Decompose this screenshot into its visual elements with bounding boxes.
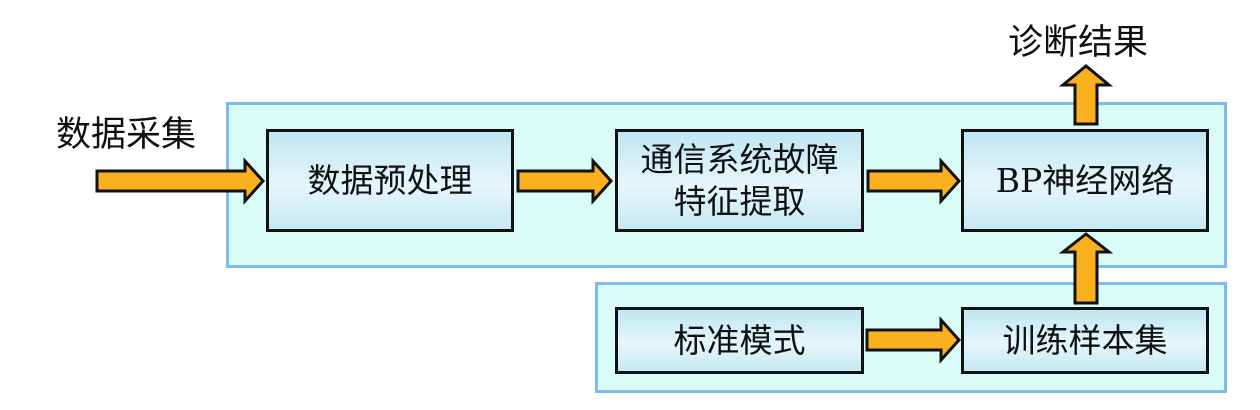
arrow-bp-to-output	[1058, 64, 1114, 126]
node-training-label: 训练样本集	[1002, 320, 1168, 360]
node-standard-label: 标准模式	[673, 320, 806, 360]
node-standard-pattern: 标准模式	[615, 307, 864, 374]
arrow-preprocess-to-feature	[516, 157, 614, 205]
node-feature-label-line2: 特征提取	[673, 181, 806, 221]
node-feature-extraction: 通信系统故障 特征提取	[615, 129, 864, 232]
node-bp-label: BP神经网络	[995, 160, 1175, 200]
node-preprocess: 数据预处理	[266, 129, 514, 232]
node-bp-network: BP神经网络	[961, 129, 1209, 232]
node-training-set: 训练样本集	[961, 307, 1209, 374]
output-label: 诊断结果	[1008, 23, 1149, 63]
arrow-input-to-preprocess	[95, 157, 266, 205]
arrow-training-to-bp	[1058, 232, 1114, 305]
input-label: 数据采集	[56, 115, 197, 155]
arrow-standard-to-training	[865, 316, 962, 364]
node-feature-label-line1: 通信系统故障	[640, 139, 839, 179]
node-preprocess-label: 数据预处理	[307, 160, 473, 200]
arrow-feature-to-bp	[866, 157, 962, 205]
